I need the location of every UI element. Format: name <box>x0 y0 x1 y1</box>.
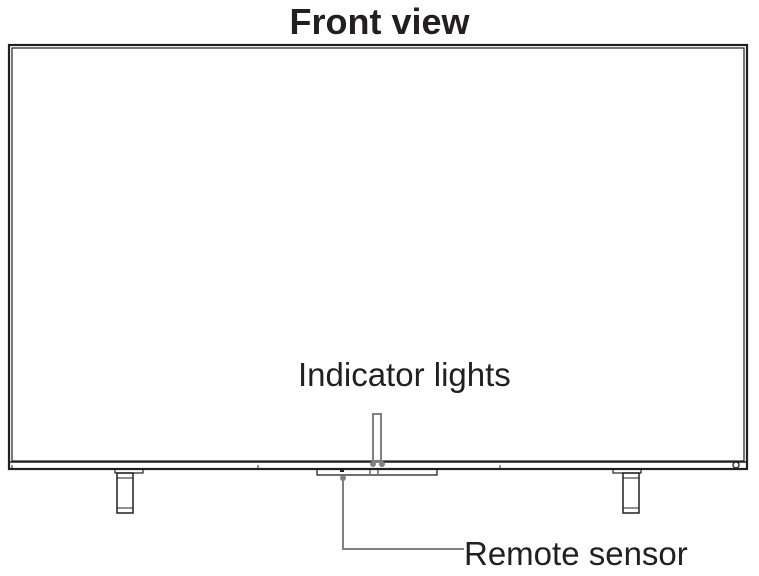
indicator-lights-label: Indicator lights <box>298 356 511 393</box>
remote-sensor-dot <box>340 469 344 472</box>
indicator-leader-box <box>372 413 382 463</box>
indicator-light-right <box>379 461 385 467</box>
remote-sensor-leader-line <box>342 478 464 550</box>
tv-outer-frame <box>7 43 749 471</box>
remote-sensor-label: Remote sensor <box>464 535 688 572</box>
diagram-title: Front view <box>289 1 470 42</box>
left-stand <box>114 468 144 514</box>
center-control-bar <box>316 468 438 476</box>
power-button <box>732 461 740 469</box>
indicator-light-left <box>370 461 376 467</box>
tv-screen <box>11 47 745 462</box>
right-stand <box>612 468 642 514</box>
